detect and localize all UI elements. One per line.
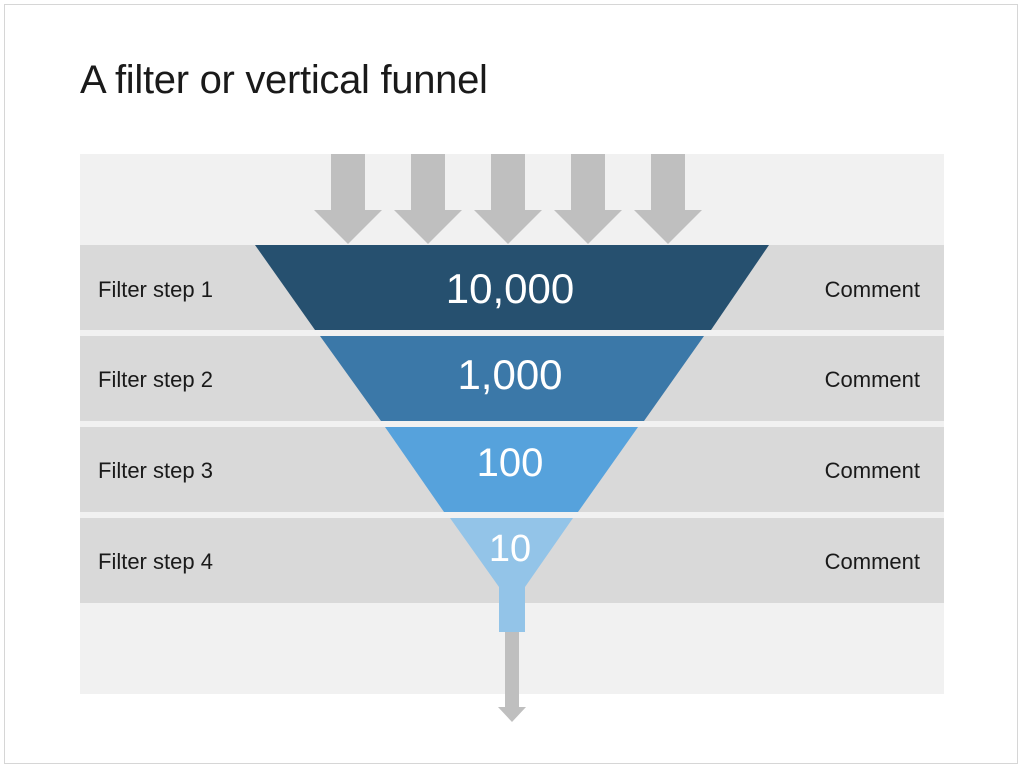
page-title: A filter or vertical funnel <box>80 58 488 102</box>
stage-label-2: Filter step 2 <box>98 367 213 392</box>
stage-comment-3: Comment <box>824 458 920 483</box>
stage-value-4: 10 <box>489 528 531 570</box>
stage-comment-1: Comment <box>824 277 920 302</box>
stage-comment-2: Comment <box>824 367 920 392</box>
stage-comment-4: Comment <box>824 549 920 574</box>
stage-label-3: Filter step 3 <box>98 458 213 483</box>
down-arrow-icon <box>394 154 462 244</box>
input-arrows <box>314 154 702 244</box>
output-arrow <box>498 632 526 722</box>
down-arrow-icon <box>498 632 526 722</box>
down-arrow-icon <box>634 154 702 244</box>
down-arrow-icon <box>314 154 382 244</box>
stage-label-1: Filter step 1 <box>98 277 213 302</box>
stage-label-4: Filter step 4 <box>98 549 213 574</box>
down-arrow-icon <box>474 154 542 244</box>
down-arrow-icon <box>554 154 622 244</box>
funnel-stage-3 <box>385 427 638 512</box>
funnel-stage-1 <box>255 245 769 330</box>
stage-value-3: 100 <box>477 441 544 485</box>
funnel-stage-2 <box>320 336 704 421</box>
stage-value-2: 1,000 <box>457 351 562 398</box>
funnel-stage-4 <box>450 518 573 632</box>
stage-value-1: 10,000 <box>446 265 574 312</box>
